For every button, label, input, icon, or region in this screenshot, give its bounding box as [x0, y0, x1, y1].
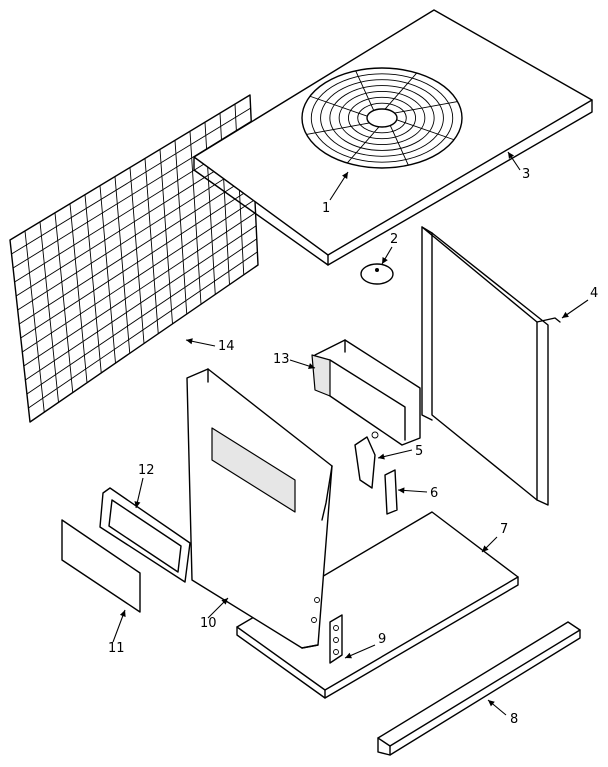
rear-panel	[421, 226, 561, 506]
grid-line	[18, 173, 255, 325]
leader-lines	[112, 151, 589, 716]
base-rail	[377, 621, 581, 756]
grille-ring	[338, 90, 426, 146]
arrow-head	[308, 363, 315, 369]
grille-spoke	[384, 72, 418, 110]
grid-line	[24, 225, 257, 381]
grid-line	[21, 199, 256, 353]
grid-line	[28, 251, 258, 409]
fan-cap	[360, 263, 394, 285]
grille-spoke	[394, 101, 458, 114]
duct-collar	[311, 339, 421, 446]
arrow-head	[345, 652, 352, 659]
grid-line	[39, 221, 59, 403]
grille-ring	[310, 73, 454, 163]
arrow-head	[382, 257, 388, 264]
gasket-frame	[99, 487, 191, 583]
callout-2: 2	[390, 232, 398, 247]
grid-line	[69, 203, 88, 384]
arrow-head	[119, 610, 126, 617]
grille-ring	[329, 85, 435, 151]
grid-line	[84, 194, 102, 374]
grille-spoke	[355, 70, 375, 111]
grid-line	[24, 230, 45, 413]
arrow-head	[508, 152, 515, 159]
bracket-6	[384, 469, 398, 515]
grid-line	[17, 159, 254, 311]
callout-1: 1	[322, 201, 330, 216]
grid-line	[26, 238, 258, 395]
arrow-head	[488, 700, 495, 707]
callout-8: 8	[510, 712, 518, 727]
callout-11: 11	[108, 641, 125, 656]
arrow-head	[482, 545, 489, 552]
arrow-head	[398, 487, 405, 494]
grid-line	[15, 146, 253, 297]
grille-spoke	[306, 122, 370, 135]
grid-line	[129, 167, 145, 344]
fan-grille	[301, 67, 463, 169]
grille-spoke	[346, 126, 380, 164]
grid-line	[114, 176, 131, 354]
arrow-head	[221, 598, 228, 605]
callout-12: 12	[138, 463, 155, 478]
grid-line	[11, 107, 252, 255]
side-panel	[186, 368, 333, 649]
callout-7: 7	[500, 522, 508, 537]
arrow-head	[342, 172, 348, 179]
callout-13: 13	[273, 352, 290, 367]
access-cover	[61, 519, 141, 613]
callout-3: 3	[522, 167, 530, 182]
grille-spoke	[309, 95, 368, 117]
callout-4: 4	[590, 286, 598, 301]
bracket-5	[354, 431, 379, 489]
grille-ring	[320, 79, 444, 157]
callout-labels: 1 2 3 4 5 6 7 8 9 10 11 12 13 14	[108, 167, 598, 727]
arrow-head	[378, 453, 385, 460]
grid-line	[144, 157, 159, 335]
coil-guard	[9, 94, 259, 423]
grille-ring	[357, 102, 407, 134]
grid-line	[23, 212, 256, 367]
grid-line	[189, 130, 202, 305]
grid-line	[20, 186, 255, 339]
arrow-head	[186, 338, 193, 345]
bracket-9	[329, 614, 343, 664]
arrow-head	[134, 501, 141, 508]
callout-6: 6	[430, 486, 438, 501]
callout-5: 5	[415, 444, 423, 459]
grille-spoke	[396, 119, 455, 141]
grid-line	[99, 185, 116, 364]
grid-line	[159, 148, 173, 325]
grid-line	[174, 139, 188, 315]
callout-14: 14	[218, 339, 235, 354]
grille-ring	[347, 96, 417, 140]
callout-10: 10	[200, 616, 217, 631]
arrow-head	[562, 311, 569, 318]
grid-line	[54, 212, 74, 394]
callout-9: 9	[378, 632, 386, 647]
grille-spoke	[389, 125, 409, 166]
